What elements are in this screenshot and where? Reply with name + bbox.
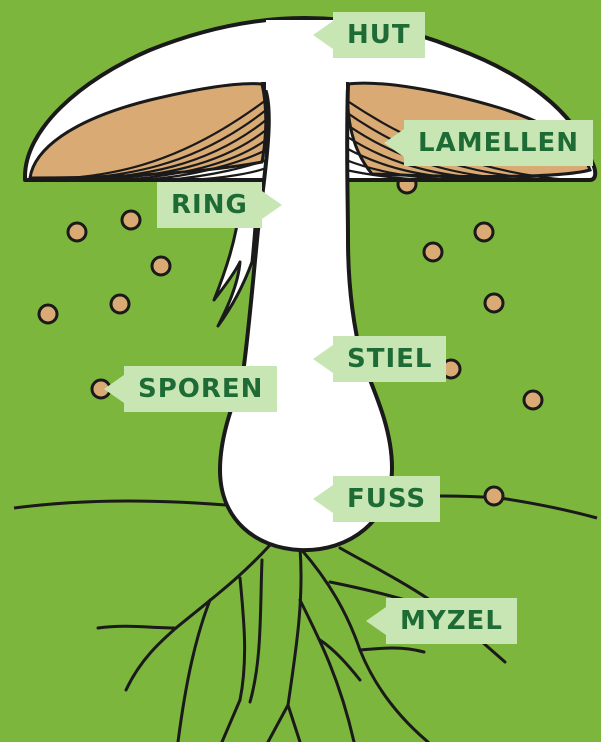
- spore: [152, 257, 170, 275]
- label-myzel: MYZEL: [386, 598, 517, 644]
- spore: [485, 487, 503, 505]
- spore: [485, 294, 503, 312]
- label-stiel: STIEL: [333, 336, 446, 382]
- spore: [68, 223, 86, 241]
- spore: [475, 223, 493, 241]
- label-sporen: SPOREN: [124, 366, 277, 412]
- label-fuss: FUSS: [333, 476, 440, 522]
- label-hut: HUT: [333, 12, 425, 58]
- label-ring: RING: [157, 182, 262, 228]
- spore: [39, 305, 57, 323]
- spore: [111, 295, 129, 313]
- label-lamellen: LAMELLEN: [404, 120, 593, 166]
- spore: [122, 211, 140, 229]
- spore: [424, 243, 442, 261]
- spore: [524, 391, 542, 409]
